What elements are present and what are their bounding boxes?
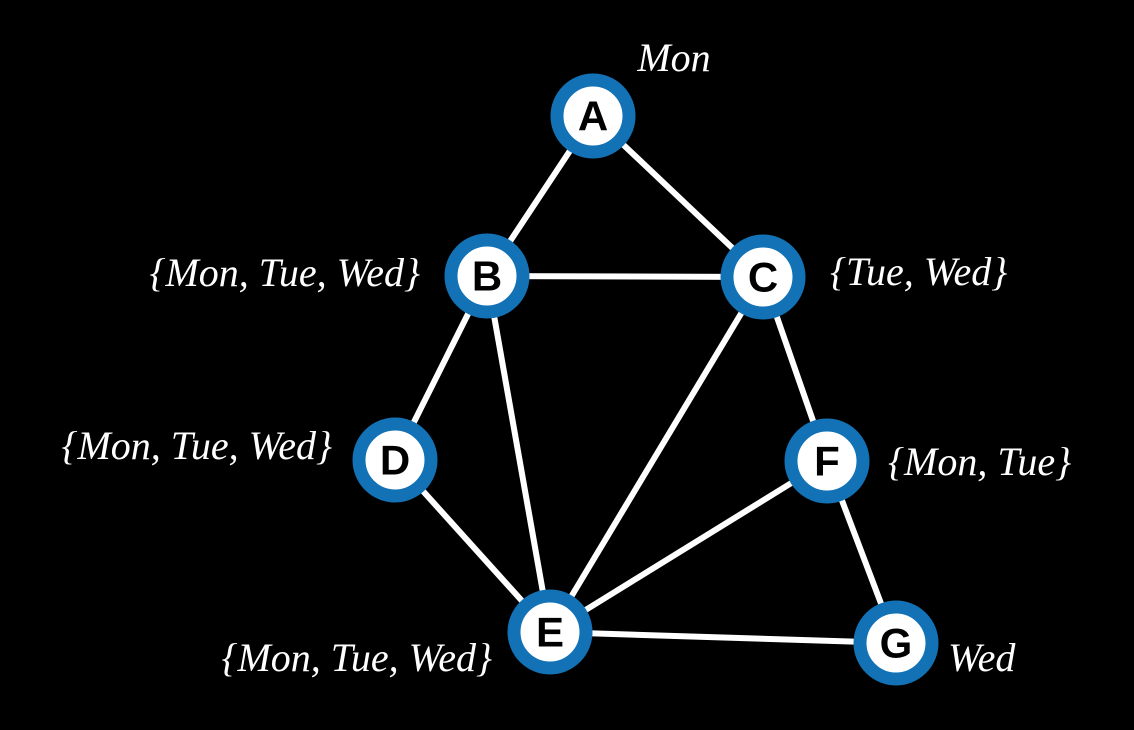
edge-E-F [547, 458, 830, 635]
node-G-letter: G [880, 620, 913, 667]
node-F-domain-label: {Mon, Tue} [888, 439, 1071, 484]
node-C-letter: C [748, 254, 778, 301]
node-G: G [853, 600, 939, 686]
node-E-domain-label: {Mon, Tue, Wed} [221, 635, 492, 680]
node-D-letter: D [380, 437, 410, 484]
node-E-letter: E [536, 609, 564, 656]
node-F: F [784, 418, 870, 504]
node-E: E [507, 589, 593, 675]
node-C-circle [720, 234, 806, 320]
node-A-domain-label: Mon [636, 35, 710, 80]
node-A: A [550, 73, 636, 159]
node-B-domain-label: {Mon, Tue, Wed} [149, 250, 420, 295]
node-B: B [444, 233, 530, 319]
node-D-domain-label: {Mon, Tue, Wed} [61, 423, 332, 468]
node-C: C [720, 234, 806, 320]
node-D: D [352, 417, 438, 503]
edge-E-G [547, 629, 899, 646]
node-E-circle [507, 589, 593, 675]
edge-B-E [484, 273, 553, 635]
node-D-circle [352, 417, 438, 503]
edge-C-E [547, 274, 766, 635]
node-B-letter: B [472, 253, 502, 300]
node-A-circle [550, 73, 636, 159]
node-G-circle [853, 600, 939, 686]
node-A-letter: A [578, 93, 608, 140]
node-G-domain-label: Wed [948, 635, 1016, 680]
node-C-domain-label: {Tue, Wed} [830, 249, 1007, 294]
edge-B-C [484, 273, 766, 280]
node-B-circle [444, 233, 530, 319]
node-F-circle [784, 418, 870, 504]
node-F-letter: F [814, 438, 840, 485]
